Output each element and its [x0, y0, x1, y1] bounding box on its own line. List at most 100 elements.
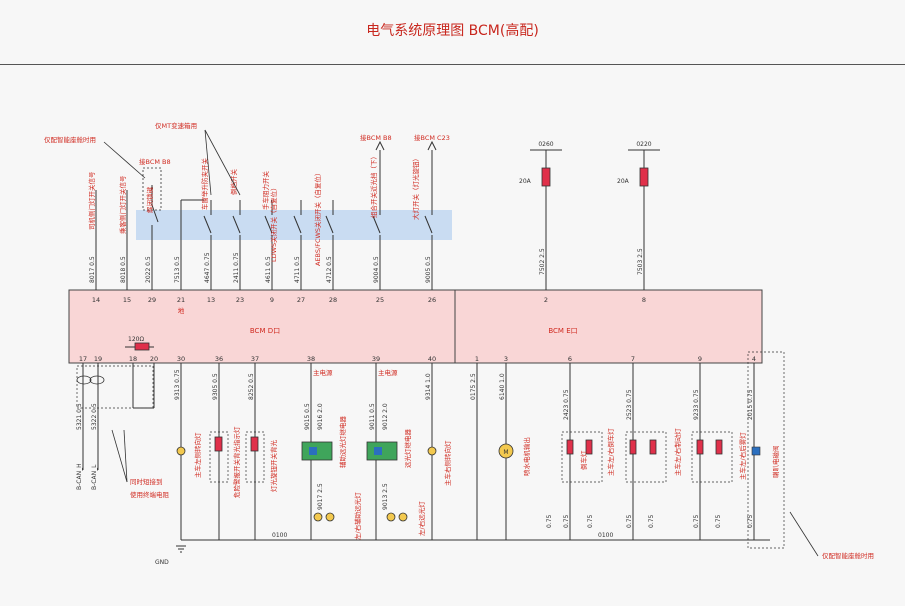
pin-e-4: 4: [752, 355, 756, 363]
gnd-wire: 0.75: [546, 514, 553, 528]
pin-d-29: 29: [148, 296, 156, 304]
gnd-wire: 9013 2.5: [382, 483, 389, 510]
bottom-label: 主车左/右制动灯: [673, 428, 682, 476]
pin-e-3: 3: [504, 355, 508, 363]
bottom-label: 主车左/右倒车灯: [606, 428, 615, 476]
optional-note-top: 仅配智能座舱时用: [44, 135, 96, 144]
gnd-wire: 0.75: [715, 514, 722, 528]
bottom-label: 灯光旋钮开关背光: [269, 440, 278, 493]
top-wires: [95, 149, 660, 290]
fuse-id-0260: 0260: [538, 141, 553, 148]
title-divider: [0, 64, 905, 65]
wire-code: 8017 0.5: [89, 256, 96, 283]
pin-d-15: 15: [123, 296, 131, 304]
wire-code: 8018 0.5: [120, 256, 127, 283]
lamp-icon: [176, 446, 186, 456]
wire-code: 7503 2.5: [637, 248, 644, 275]
twist-note-1: 同时短接到: [130, 477, 163, 486]
wire-code: 9314 1.0: [425, 373, 432, 400]
bottom-label: 主车右侧转向灯: [443, 440, 452, 486]
can-l-label: B-CAN_L: [91, 464, 98, 490]
pin-d-39: 39: [372, 355, 380, 363]
fuse-id-0220: 0220: [636, 141, 651, 148]
pin-e-8: 8: [642, 296, 646, 304]
bcm-d-label: BCM D口: [250, 327, 280, 335]
gnd-wire: 0.75: [563, 514, 570, 528]
lamp-icon: [313, 512, 323, 522]
mt-only-note: 仅MT变速箱用: [155, 121, 197, 130]
wire-code: 2523 0.75: [626, 389, 633, 420]
wire-code: 5321 0.5: [76, 403, 83, 430]
bottom-label: 危险警报开关背光指示灯: [232, 426, 241, 498]
bottom-label: 倒车灯: [579, 450, 588, 470]
twist-note-2: 使用终端电阻: [130, 490, 170, 499]
pin-d-26: 26: [428, 296, 436, 304]
wire-code: 2411 0.75: [233, 252, 240, 283]
gnd-wire: 0100: [272, 532, 287, 539]
wire-code: 9012 2.0: [382, 403, 389, 430]
wire-code: 9313 0.75: [174, 369, 181, 400]
pin-d-13: 13: [207, 296, 215, 304]
wire-code: 9233 0.75: [693, 389, 700, 420]
wire-code: 6140 1.0: [499, 373, 506, 400]
twisted-pair-icon: [76, 375, 92, 385]
pin-d-25: 25: [376, 296, 384, 304]
top-label: 大灯开关（灯光旋钮）: [411, 155, 420, 220]
pin-d-17: 17: [79, 355, 87, 363]
bcm-b8-note: 接BCM B8: [360, 133, 392, 142]
gnd-wire: 0.75: [648, 514, 655, 528]
pin-d-14: 14: [92, 296, 100, 304]
pin-e-9: 9: [698, 355, 702, 363]
fuse-rating-0260: 20A: [519, 178, 532, 185]
pin-d-28: 28: [329, 296, 337, 304]
gnd-wire: 9017 2.5: [317, 483, 324, 510]
lamp-icon: [325, 512, 335, 522]
wire-code: 9015 0.5: [304, 403, 311, 430]
lamp-icon: [427, 446, 437, 456]
wire-code: 9005 0.5: [425, 256, 432, 283]
main-power-1: 主电源: [313, 368, 333, 377]
pin-d-9: 9: [270, 296, 274, 304]
motor-icon: [498, 443, 514, 459]
pin-d-20: 20: [150, 355, 158, 363]
lamp-icon: [386, 512, 396, 522]
wire-code: 9004 0.5: [373, 256, 380, 283]
pin-e-2: 2: [544, 296, 548, 304]
gnd-wire: 0.75: [626, 514, 633, 528]
top-label: 倒档开关: [229, 169, 238, 196]
pin-d-37: 37: [251, 355, 259, 363]
wire-code: 2423 0.75: [563, 389, 570, 420]
gnd-wire: 0.75: [747, 514, 754, 528]
indicator-led: [214, 436, 223, 452]
wire-code: 9016 2.0: [317, 403, 324, 430]
top-label: 乘客侧门灯开关信号: [118, 175, 127, 234]
pin-d-21: 21: [177, 296, 185, 304]
indicator-led: [250, 436, 259, 452]
pin-e-7: 7: [631, 355, 635, 363]
fuse-0220: [639, 167, 649, 187]
pin-d-30: 30: [177, 355, 185, 363]
wire-code: 4712 0.5: [326, 256, 333, 283]
resistor-label: 120Ω: [128, 336, 144, 343]
gnd-wire: 0.75: [693, 514, 700, 528]
gnd-label: GND: [155, 559, 169, 566]
gnd-wire: 0.75: [587, 514, 594, 528]
bottom-label: 辅助远光灯继电器: [338, 416, 347, 469]
optional-note-bottom: 仅配智能座舱时用: [822, 551, 874, 560]
wire-code: 9011 0.5: [369, 403, 376, 430]
page-title: 电气系统原理图 BCM(高配): [366, 23, 539, 39]
bcm-d-module: [68, 289, 456, 364]
svg-text:M: M: [503, 449, 508, 456]
top-label: 解闭锁键: [145, 187, 154, 214]
bottom-label: 左/右辅助远光灯: [353, 492, 362, 540]
pin-d-23: 23: [236, 296, 244, 304]
top-label: 组合开关近光挡（下）: [369, 153, 378, 218]
pin-d-40: 40: [428, 355, 436, 363]
ground-label: 地: [178, 306, 185, 315]
gnd-wire: 0100: [598, 532, 613, 539]
wire-code: 0175 2.5: [470, 373, 477, 400]
top-label: LDWS关闭开关（自复位）: [269, 184, 278, 262]
fuse-0260: [541, 167, 551, 187]
bottom-label: 主车左侧转向灯: [193, 432, 202, 478]
